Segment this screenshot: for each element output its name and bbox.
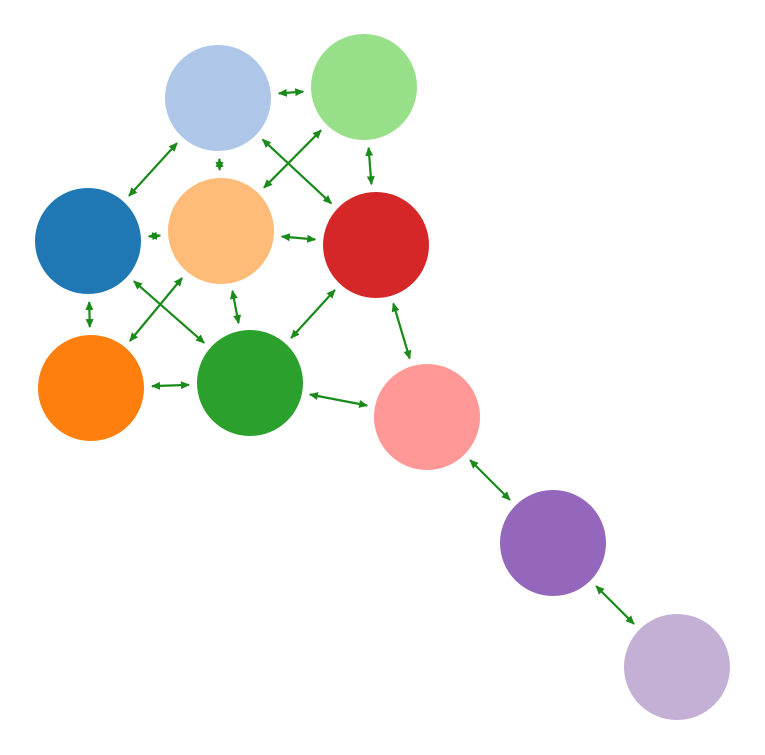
node-purple — [500, 490, 606, 596]
edge-pink-purple — [469, 459, 511, 501]
node-red — [323, 192, 429, 298]
node-orange — [38, 335, 144, 441]
edge-red-pink — [391, 302, 412, 360]
edge-red-green — [290, 289, 336, 339]
edge-purple-lavender — [595, 585, 635, 625]
node-pink — [374, 364, 480, 470]
edge-light-blue-light-green — [277, 88, 305, 97]
edge-light-green-light-orange — [263, 129, 322, 189]
edge-light-blue-blue — [128, 142, 178, 197]
edges-layer — [85, 88, 635, 625]
edge-blue-green — [133, 280, 205, 344]
node-light-green — [311, 34, 417, 140]
edge-orange-green — [151, 381, 190, 390]
edge-blue-orange — [85, 301, 94, 328]
nodes-layer — [35, 34, 730, 720]
node-light-blue — [165, 45, 271, 151]
edge-light-green-red — [365, 146, 375, 186]
edge-light-blue-red — [261, 138, 333, 205]
node-lavender — [624, 614, 730, 720]
edge-blue-light-orange — [147, 231, 162, 241]
edge-light-orange-red — [280, 233, 317, 243]
node-light-orange — [168, 178, 274, 284]
edge-light-orange-orange — [129, 277, 183, 342]
edge-light-orange-green — [229, 289, 242, 325]
edge-green-pink — [308, 392, 369, 408]
node-blue — [35, 188, 141, 294]
node-green — [197, 330, 303, 436]
